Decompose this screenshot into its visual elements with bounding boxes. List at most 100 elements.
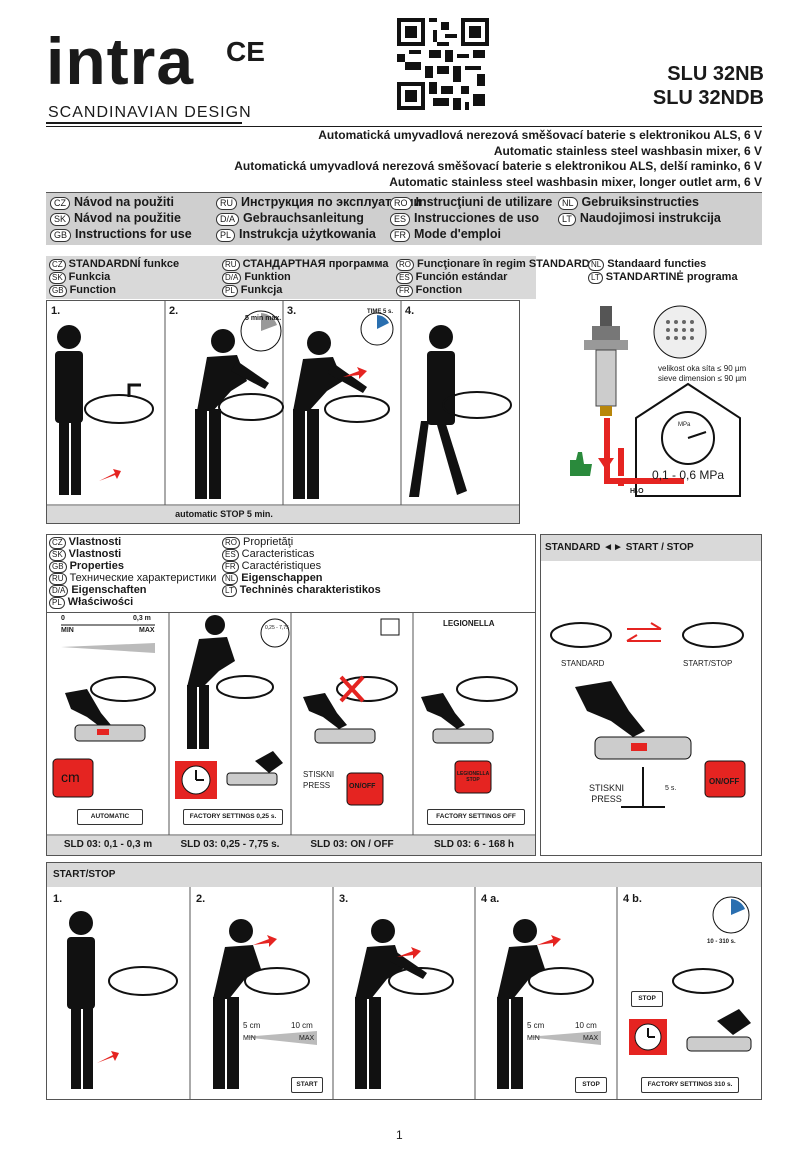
step-number: 1. xyxy=(53,893,63,905)
max-label: MAX xyxy=(583,1035,599,1042)
step-number: 2. xyxy=(196,893,206,905)
tagline-underline xyxy=(46,122,242,124)
stop-button[interactable]: STOP xyxy=(575,1077,607,1093)
factory-025-button[interactable]: FACTORY SETTINGS 0,25 s. xyxy=(183,809,283,825)
ce-mark: CE xyxy=(226,36,265,67)
product-subtitles: Automatická umyvadlová nerezová směšovac… xyxy=(234,128,762,190)
brand-tagline: SCANDINAVIAN DESIGN xyxy=(48,104,252,121)
standard-illustration xyxy=(550,622,746,808)
function-steps-panel: 1. 2. 3. 4. 5 min max. TIME 5 s. automat… xyxy=(46,300,520,524)
step-number: 4. xyxy=(405,305,415,317)
factory-off-button[interactable]: FACTORY SETTINGS OFF xyxy=(427,809,525,825)
subtitle-line: Automatic stainless steel washbasin mixe… xyxy=(493,143,762,158)
sieve-en: sieve dimension ≤ 90 µm xyxy=(658,374,747,383)
press-label-en: PRESS xyxy=(591,794,622,804)
pressure-diagram xyxy=(570,305,741,497)
startstop-label: START/STOP xyxy=(683,659,733,668)
timer-label: TIME 5 s. xyxy=(367,309,394,315)
dist-10cm: 10 cm xyxy=(291,1021,313,1030)
step-number: 1. xyxy=(51,305,61,317)
timer-range: 10 - 310 s. xyxy=(707,939,736,945)
press-time: 5 s. xyxy=(665,785,677,792)
installation-panel: velikost oka síta ≤ 90 µm sieve dimensio… xyxy=(540,300,762,524)
cm-display: cm xyxy=(61,769,80,785)
stiskni-label: STISKNI xyxy=(589,783,625,793)
page-number: 1 xyxy=(396,1128,403,1142)
subtitle-line: Automatic stainless steel washbasin mixe… xyxy=(389,174,762,189)
gauge-unit: MPa xyxy=(678,422,691,428)
factory-310-button[interactable]: FACTORY SETTINGS 310 s. xyxy=(641,1077,739,1093)
startstop-title: START/STOP xyxy=(47,863,761,887)
model-numbers: SLU 32NB SLU 32NDB xyxy=(653,62,764,110)
min-label: MIN xyxy=(243,1035,256,1042)
standard-press-label: STISKNI PRESS xyxy=(589,783,624,805)
step-number: 2. xyxy=(169,305,179,317)
sieve-note: velikost oka síta ≤ 90 µm sieve dimensio… xyxy=(658,364,747,384)
step-number: 3. xyxy=(287,305,297,317)
press-label: STISKNI PRESS xyxy=(303,769,334,791)
stop-button[interactable]: STOP xyxy=(631,991,663,1007)
max-label: MAX xyxy=(299,1035,315,1042)
sld-spec: SLD 03: 6 - 168 h xyxy=(413,839,535,850)
dist-10cm: 10 cm xyxy=(575,1021,597,1030)
subtitle-line: Automatická umyvadlová nerezová směšovac… xyxy=(318,128,762,142)
sld-spec: SLD 03: 0,1 - 0,3 m xyxy=(47,839,169,850)
range-zero: 0 xyxy=(61,615,65,622)
standard-title: STANDARD ◄► START / STOP xyxy=(541,535,761,561)
onoff-button[interactable]: ON/OFF xyxy=(349,783,376,790)
model-2: SLU 32NDB xyxy=(652,87,764,109)
header-rule xyxy=(46,126,762,127)
standard-label: STANDARD xyxy=(561,659,605,668)
legionella-stop-button[interactable]: LEGIONELLA STOP xyxy=(457,771,490,783)
start-button[interactable]: START xyxy=(291,1077,323,1093)
startstop-panel: START/STOP xyxy=(46,862,762,1100)
sieve-cz: velikost oka síta ≤ 90 µm xyxy=(658,364,747,373)
step-number: 4 a. xyxy=(481,893,500,905)
press-label-en: PRESS xyxy=(303,781,331,790)
function-steps-illustration xyxy=(47,301,519,523)
min-label: MIN xyxy=(527,1035,540,1042)
step-number: 3. xyxy=(339,893,349,905)
properties-panel: 0 0,3 m MIN MAX cm AUTOMATIC 0,25 - 7,75… xyxy=(46,612,536,856)
auto-stop-label: automatic STOP 5 min. xyxy=(175,509,273,519)
subtitle-line: Automatická umyvadlová nerezová směšovac… xyxy=(234,159,762,173)
standard-panel: STANDARD ◄► START / STOP STANDARD START/… xyxy=(540,534,762,856)
sld-spec: SLD 03: 0,25 - 7,75 s. xyxy=(169,839,291,850)
max-label: MAX xyxy=(139,627,155,634)
startstop-illustration xyxy=(67,887,752,1099)
min-label: MIN xyxy=(61,627,74,634)
timer-label: 5 min max. xyxy=(245,315,282,322)
standard-onoff-button[interactable]: ON/OFF xyxy=(709,777,740,786)
water-label: H₂O xyxy=(630,488,644,495)
dist-5cm: 5 cm xyxy=(527,1021,545,1030)
sld-spec: SLD 03: ON / OFF xyxy=(291,839,413,850)
automatic-button[interactable]: AUTOMATIC xyxy=(77,809,143,825)
